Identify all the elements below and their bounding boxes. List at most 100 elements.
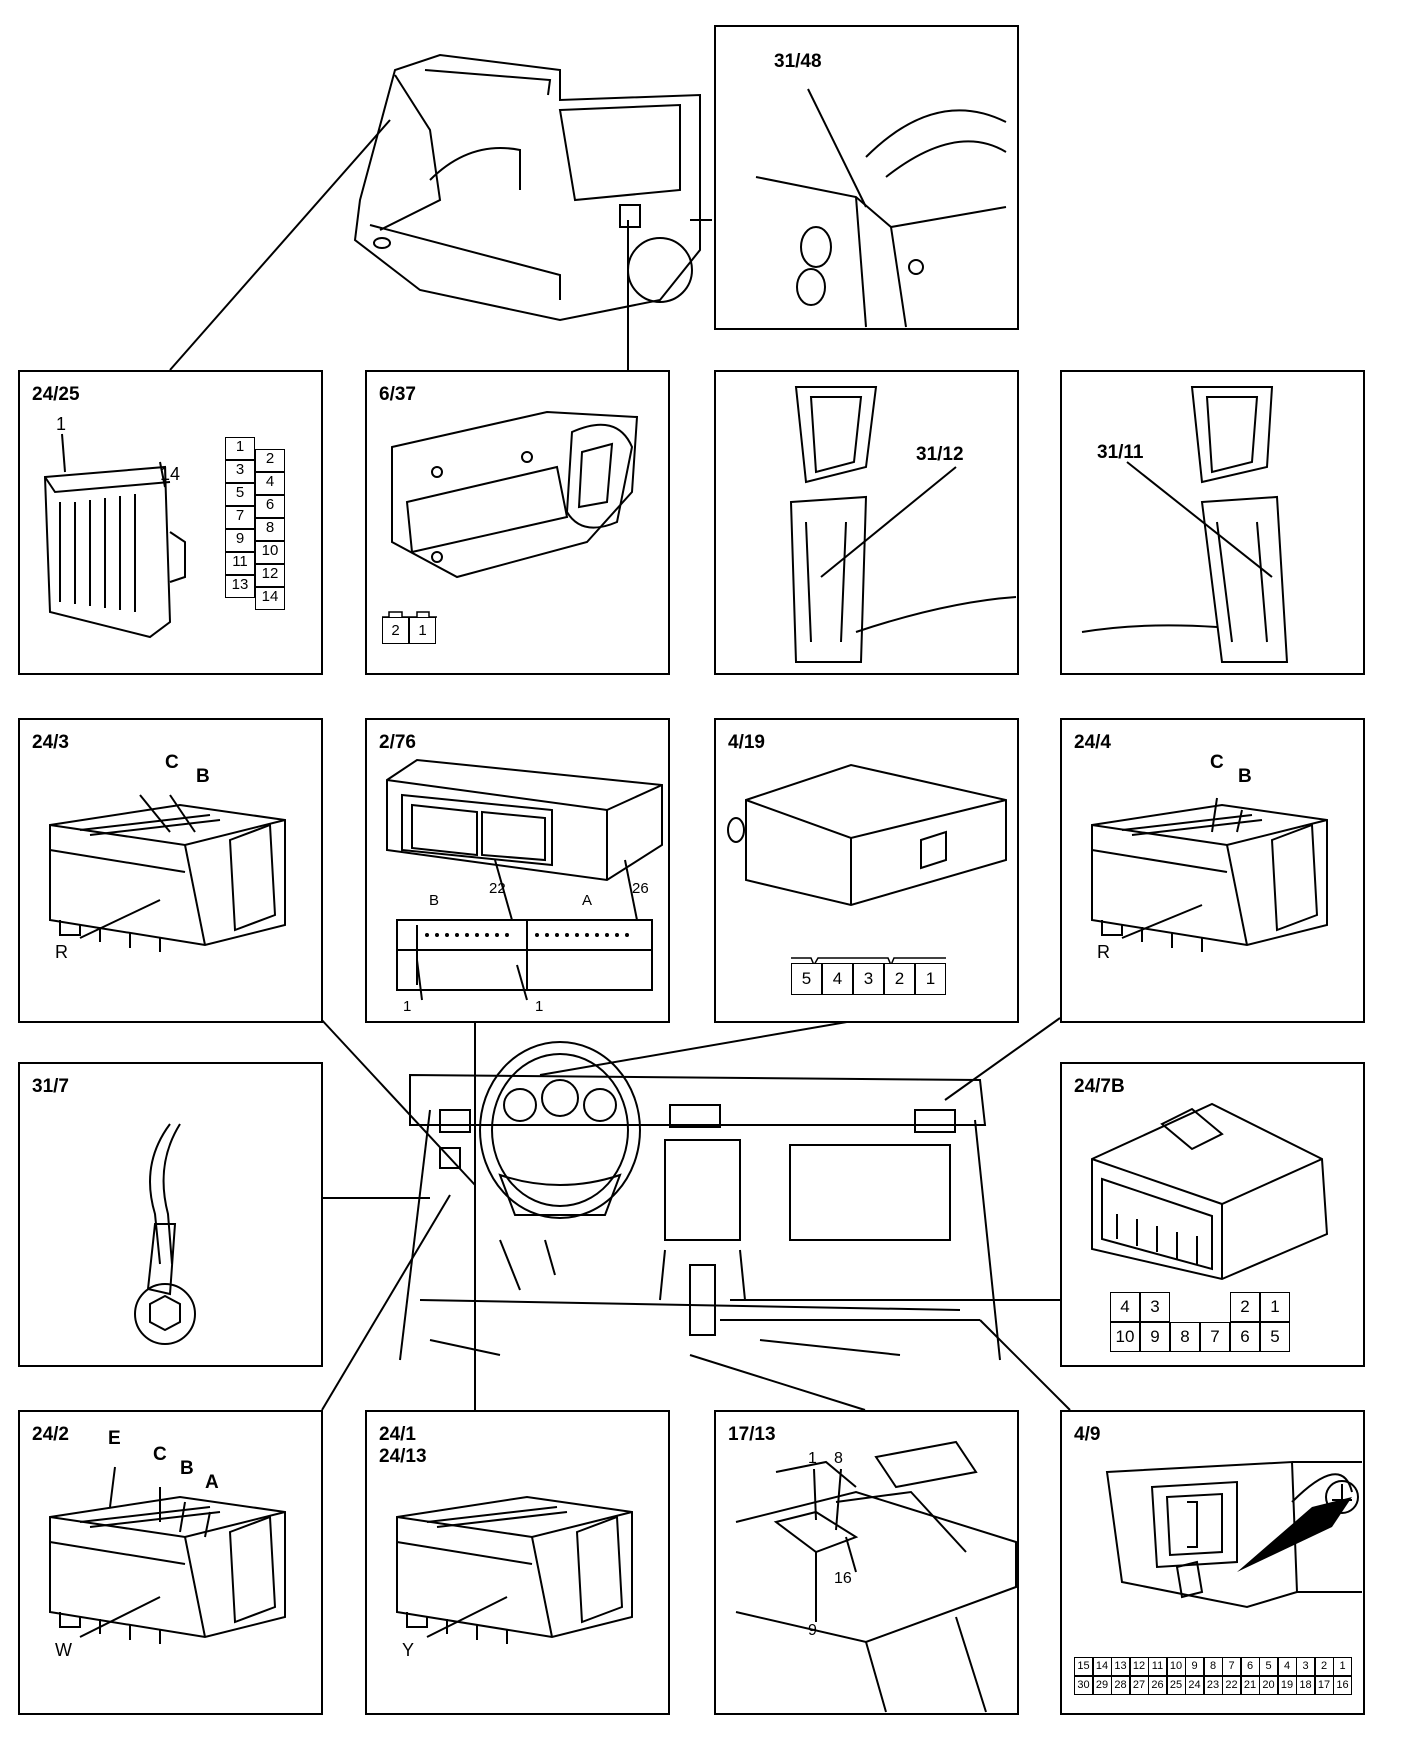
pin-4: 4 [255, 472, 285, 495]
pin-cell: 30 [1074, 1676, 1093, 1695]
panel-title: 24/3 [32, 732, 69, 753]
pin-cell: 11 [1148, 1657, 1167, 1676]
pin-cell: 21 [1240, 1676, 1260, 1695]
pin-cell: 4 [1277, 1657, 1297, 1676]
label-pin-1: 1 [56, 414, 67, 434]
label-1-right: 1 [535, 998, 544, 1015]
trunk-corner-drawing [755, 88, 1007, 328]
panel-title: 2/76 [379, 732, 416, 753]
pin-9: 9 [225, 529, 255, 552]
pin-4: 4 [1110, 1292, 1140, 1322]
pin-9: 9 [1140, 1322, 1170, 1352]
pin-8: 8 [255, 518, 285, 541]
pin-cell: 20 [1259, 1676, 1278, 1695]
label-pin-8: 8 [834, 1450, 843, 1467]
pin-2: 2 [884, 963, 915, 995]
pin-13: 13 [225, 575, 255, 598]
label-31-12: 31/12 [916, 444, 964, 465]
pin-cell: 27 [1129, 1676, 1149, 1695]
panel-title: 31/48 [774, 51, 822, 72]
label-w: W [55, 1640, 72, 1660]
pin-11: 11 [225, 552, 255, 575]
control-module-drawing [1105, 1460, 1362, 1609]
pin-cell: 14 [1092, 1657, 1112, 1676]
pin-5: 5 [1260, 1322, 1290, 1352]
pin-cell: 13 [1111, 1657, 1130, 1676]
panel-title: 24/4 [1074, 732, 1111, 753]
pin-3: 3 [853, 963, 884, 995]
label-r: R [1097, 942, 1110, 962]
fuse-block-drawing [396, 1495, 633, 1644]
panel-title: 17/13 [728, 1424, 776, 1445]
pin-cell: 26 [1148, 1676, 1167, 1695]
panel-24-25: 24/25 1 14 1 2 3 4 5 6 7 8 9 10 11 12 13… [18, 370, 323, 675]
pin-cell: 6 [1240, 1657, 1260, 1676]
label-a: A [205, 1472, 219, 1493]
panel-6-37: 6/37 2 1 [365, 370, 670, 675]
pin-4: 4 [822, 963, 853, 995]
pin-cell: 12 [1129, 1657, 1149, 1676]
pin-cell: 23 [1203, 1676, 1223, 1695]
label-c: C [165, 752, 179, 773]
panel-31-7: 31/7 [18, 1062, 323, 1367]
panel-title: 4/19 [728, 732, 765, 753]
panel-24-7b: 24/7B 4 3 2 1 10 9 8 7 6 5 [1060, 1062, 1365, 1367]
pin-3: 3 [1140, 1292, 1170, 1322]
label-b: B [180, 1458, 194, 1479]
label-y: Y [402, 1640, 415, 1660]
pin-cell: 25 [1166, 1676, 1186, 1695]
pin-2: 2 [1230, 1292, 1260, 1322]
module-drawing [382, 410, 639, 618]
pin-6: 6 [1230, 1322, 1260, 1352]
panel-2-76: 2/76 B 22 A 26 1 1 [365, 718, 670, 1023]
pillar-drawing [1081, 386, 1289, 663]
panel-24-2: 24/2 E C B A W [18, 1410, 323, 1715]
pin-10: 10 [255, 541, 285, 564]
fuse-block-drawing [49, 1466, 286, 1644]
panel-title: 6/37 [379, 384, 416, 405]
pin-cell: 5 [1259, 1657, 1278, 1676]
pin-cell: 29 [1092, 1676, 1112, 1695]
panel-title: 24/1 [379, 1424, 416, 1445]
label-pin-14: 14 [160, 464, 181, 484]
connector-drawing [1091, 1102, 1329, 1281]
panel-17-13: 17/13 1 8 9 16 [714, 1410, 1019, 1715]
pin-2: 2 [382, 617, 409, 644]
panel-title: 24/2 [32, 1424, 69, 1445]
label-26: 26 [632, 880, 649, 897]
label-r: R [55, 942, 68, 962]
diagnostic-socket-drawing [735, 1440, 1017, 1713]
label-31-11: 31/11 [1097, 442, 1144, 463]
label-pin-1: 1 [808, 1450, 817, 1467]
panel-24-1: 24/1 24/13 Y [365, 1410, 670, 1715]
relay-box-drawing [727, 763, 1007, 967]
pin-1: 1 [1260, 1292, 1290, 1322]
label-c: C [1210, 752, 1224, 773]
pin-cell: 18 [1296, 1676, 1315, 1695]
pin-6: 6 [255, 495, 285, 518]
pin-1: 1 [225, 437, 255, 460]
pin-8: 8 [1170, 1322, 1200, 1352]
pin-cell: 28 [1111, 1676, 1130, 1695]
pin-cell: 1 [1333, 1657, 1352, 1676]
pin-cell: 7 [1222, 1657, 1241, 1676]
label-b: B [429, 892, 440, 909]
panel-title: 24/7B [1074, 1076, 1125, 1097]
label-22: 22 [489, 880, 506, 897]
pin-7: 7 [1200, 1322, 1230, 1352]
label-b: B [196, 766, 210, 787]
pin-cell: 24 [1185, 1676, 1204, 1695]
label-c: C [153, 1444, 167, 1465]
pin-10: 10 [1110, 1322, 1140, 1352]
pin-cell: 19 [1277, 1676, 1297, 1695]
pin-cell: 9 [1185, 1657, 1204, 1676]
label-1-left: 1 [403, 998, 412, 1015]
pin-cell: 15 [1074, 1657, 1093, 1676]
pin-7: 7 [225, 506, 255, 529]
panel-24-3: 24/3 C B R [18, 718, 323, 1023]
panel-title: 4/9 [1074, 1424, 1101, 1445]
panel-31-11: 31/11 [1060, 370, 1365, 675]
